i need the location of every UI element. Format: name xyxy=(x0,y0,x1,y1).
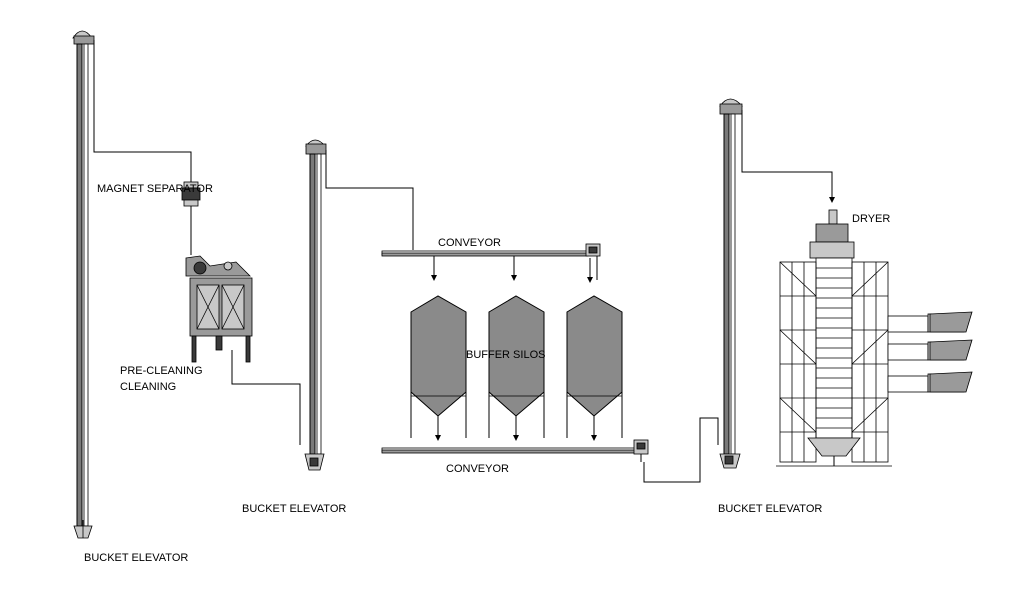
silo-3 xyxy=(566,295,623,441)
feed-line-to-top-conveyor xyxy=(325,150,414,250)
bucket-elevator-middle xyxy=(304,139,327,471)
bucket-elevator-left xyxy=(72,30,95,539)
label-cleaning: CLEANING xyxy=(120,381,176,393)
bucket-elevator-right xyxy=(719,98,743,469)
buffer-silos-unit xyxy=(410,295,623,441)
label-magnet-separator: MAGNET SEPARATOR xyxy=(97,183,213,195)
label-conveyor-bottom: CONVEYOR xyxy=(446,463,509,475)
label-pre-cleaning: PRE-CLEANING xyxy=(120,365,203,377)
feed-line-to-dryer xyxy=(741,110,835,203)
label-bucket-elevator-middle: BUCKET ELEVATOR xyxy=(242,503,346,515)
feed-line-to-right-elevator xyxy=(643,417,719,483)
conveyor-bottom-unit xyxy=(381,439,649,462)
dryer-side-ducts xyxy=(887,311,973,393)
dryer-unit xyxy=(776,209,973,467)
silo-1 xyxy=(410,295,467,441)
label-bucket-elevator-left: BUCKET ELEVATOR xyxy=(84,552,188,564)
label-dryer: DRYER xyxy=(852,213,890,225)
label-bucket-elevator-right: BUCKET ELEVATOR xyxy=(718,503,822,515)
silo-2 xyxy=(488,295,545,441)
conveyor-top-unit xyxy=(381,243,601,283)
dryer-column-stripes xyxy=(816,267,852,429)
feed-line-to-magnet xyxy=(93,40,192,182)
label-buffer-silos: BUFFER SILOS xyxy=(466,349,545,361)
label-conveyor-top: CONVEYOR xyxy=(438,237,501,249)
feed-line-to-middle-elevator xyxy=(231,350,301,445)
pre-cleaner-unit xyxy=(185,255,253,363)
magnet-separator-unit xyxy=(181,181,201,255)
